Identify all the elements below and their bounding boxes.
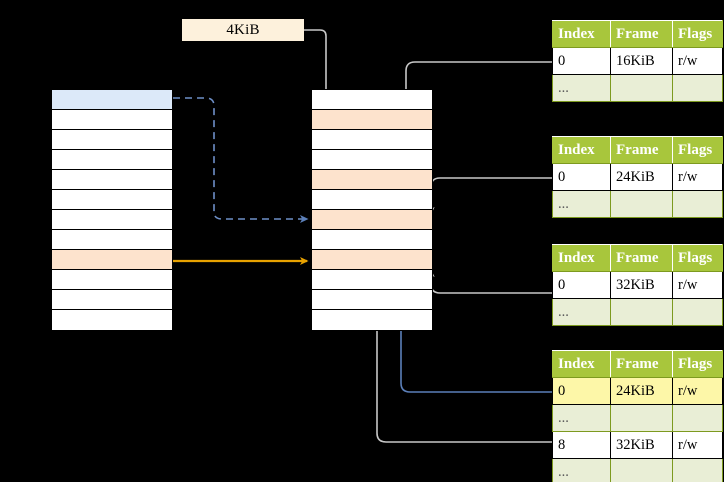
virtual-page-row-10 bbox=[52, 290, 172, 310]
wire-virtual-page0-to-physical-page bbox=[173, 97, 309, 223]
page-size-tag: 4KiB bbox=[182, 19, 304, 41]
cell-index: 0 bbox=[552, 47, 611, 75]
physical-frame-row-11 bbox=[312, 310, 432, 330]
cell-index: ... bbox=[552, 298, 611, 326]
cell-frame bbox=[610, 298, 673, 326]
physical-frame-row-0 bbox=[312, 90, 432, 110]
column-header-flags: Flags bbox=[672, 350, 723, 378]
cell-index: ... bbox=[552, 74, 611, 102]
cell-flags bbox=[672, 298, 723, 326]
cell-flags bbox=[672, 404, 723, 432]
virtual-address-space-column bbox=[51, 89, 173, 331]
virtual-page-row-5 bbox=[52, 190, 172, 210]
cell-flags bbox=[672, 458, 723, 482]
physical-frame-row-5 bbox=[312, 190, 432, 210]
cell-flags: r/w bbox=[672, 47, 723, 75]
virtual-page-row-7 bbox=[52, 230, 172, 250]
column-header-flags: Flags bbox=[672, 20, 723, 48]
cell-frame bbox=[610, 74, 673, 102]
cell-flags: r/w bbox=[672, 163, 723, 191]
column-header-frame: Frame bbox=[610, 350, 673, 378]
column-header-frame: Frame bbox=[610, 244, 673, 272]
cell-index: ... bbox=[552, 404, 611, 432]
virtual-page-row-11 bbox=[52, 310, 172, 330]
cell-flags: r/w bbox=[672, 431, 723, 459]
physical-frame-row-1 bbox=[312, 110, 432, 130]
column-header-index: Index bbox=[552, 20, 611, 48]
column-header-flags: Flags bbox=[672, 136, 723, 164]
cell-flags bbox=[672, 74, 723, 102]
virtual-page-row-1 bbox=[52, 110, 172, 130]
cell-frame bbox=[610, 404, 673, 432]
virtual-page-row-9 bbox=[52, 270, 172, 290]
table-row-ellipsis: ... bbox=[552, 404, 723, 432]
physical-frame-row-9 bbox=[312, 270, 432, 290]
physical-memory-column bbox=[311, 89, 433, 331]
physical-frame-row-2 bbox=[312, 130, 432, 150]
cell-frame bbox=[610, 190, 673, 218]
cell-index: ... bbox=[552, 458, 611, 482]
virtual-page-row-3 bbox=[52, 150, 172, 170]
cell-flags: r/w bbox=[672, 377, 723, 405]
table-row-ellipsis: ... bbox=[552, 298, 723, 326]
column-header-frame: Frame bbox=[610, 20, 673, 48]
cell-index: 8 bbox=[552, 431, 611, 459]
column-header-index: Index bbox=[552, 244, 611, 272]
cell-index: 0 bbox=[552, 377, 611, 405]
cell-index: 0 bbox=[552, 163, 611, 191]
cell-flags bbox=[672, 190, 723, 218]
wire-table3-to-physical-page bbox=[427, 269, 552, 294]
virtual-page-row-6 bbox=[52, 210, 172, 230]
column-header-frame: Frame bbox=[610, 136, 673, 164]
cell-frame bbox=[610, 458, 673, 482]
wire-table2-to-physical-page bbox=[427, 177, 552, 215]
cell-frame: 24KiB bbox=[610, 377, 673, 405]
table-row-ellipsis: ... bbox=[552, 190, 723, 218]
virtual-page-row-2 bbox=[52, 130, 172, 150]
cell-index: 0 bbox=[552, 271, 611, 299]
cell-frame: 32KiB bbox=[610, 271, 673, 299]
page-size-tag-label: 4KiB bbox=[226, 22, 260, 38]
cell-flags: r/w bbox=[672, 271, 723, 299]
physical-frame-row-6 bbox=[312, 210, 432, 230]
physical-frame-row-7 bbox=[312, 230, 432, 250]
physical-frame-row-10 bbox=[312, 290, 432, 310]
column-header-index: Index bbox=[552, 350, 611, 378]
cell-frame: 16KiB bbox=[610, 47, 673, 75]
cell-frame: 32KiB bbox=[610, 431, 673, 459]
physical-frame-row-4 bbox=[312, 170, 432, 190]
cell-frame: 24KiB bbox=[610, 163, 673, 191]
column-header-index: Index bbox=[552, 136, 611, 164]
physical-frame-row-8 bbox=[312, 250, 432, 270]
virtual-page-row-8 bbox=[52, 250, 172, 270]
table-row-ellipsis: ... bbox=[552, 458, 723, 482]
table-row-ellipsis: ... bbox=[552, 74, 723, 102]
virtual-page-row-0 bbox=[52, 90, 172, 110]
virtual-page-row-4 bbox=[52, 170, 172, 190]
column-header-flags: Flags bbox=[672, 244, 723, 272]
physical-frame-row-3 bbox=[312, 150, 432, 170]
cell-index: ... bbox=[552, 190, 611, 218]
